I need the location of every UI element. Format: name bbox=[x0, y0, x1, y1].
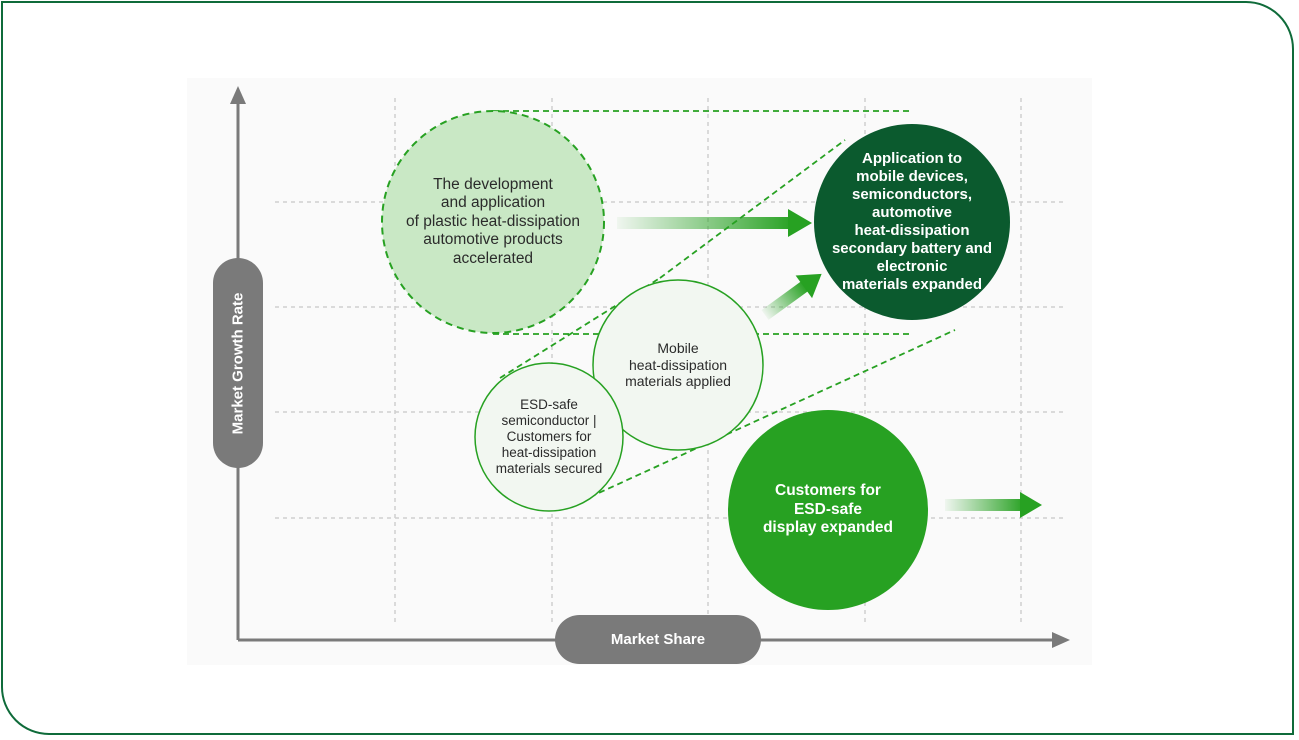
bubble-esd-display bbox=[728, 410, 928, 610]
bubble-esd-display-label: Customers for ESD-safe display expanded bbox=[762, 482, 894, 537]
y-axis-label: Market Growth Rate bbox=[213, 258, 263, 468]
y-axis-label-text: Market Growth Rate bbox=[229, 292, 247, 434]
bubble-expanded-apps-label: Application to mobile devices, semicondu… bbox=[831, 150, 993, 293]
bubble-expanded-apps bbox=[814, 124, 1010, 320]
bubble-mobile-label: Mobile heat-dissipation materials applie… bbox=[625, 339, 731, 390]
bubble-plastic-auto-label: The development and application of plast… bbox=[405, 175, 581, 267]
arrow-right-lower bbox=[945, 492, 1042, 518]
connectors bbox=[493, 110, 956, 498]
x-axis-label-text: Market Share bbox=[610, 631, 706, 648]
bubble-plastic-auto bbox=[381, 110, 605, 334]
arrow-right-upper bbox=[617, 209, 812, 237]
x-axis-label: Market Share bbox=[555, 615, 761, 664]
arrow-diagonal bbox=[761, 273, 822, 320]
bubble-esd-semi bbox=[474, 362, 624, 512]
bubble-esd-semi-label: ESD-safe semiconductor | Customers for h… bbox=[495, 396, 603, 477]
bubble-mobile bbox=[592, 279, 764, 451]
